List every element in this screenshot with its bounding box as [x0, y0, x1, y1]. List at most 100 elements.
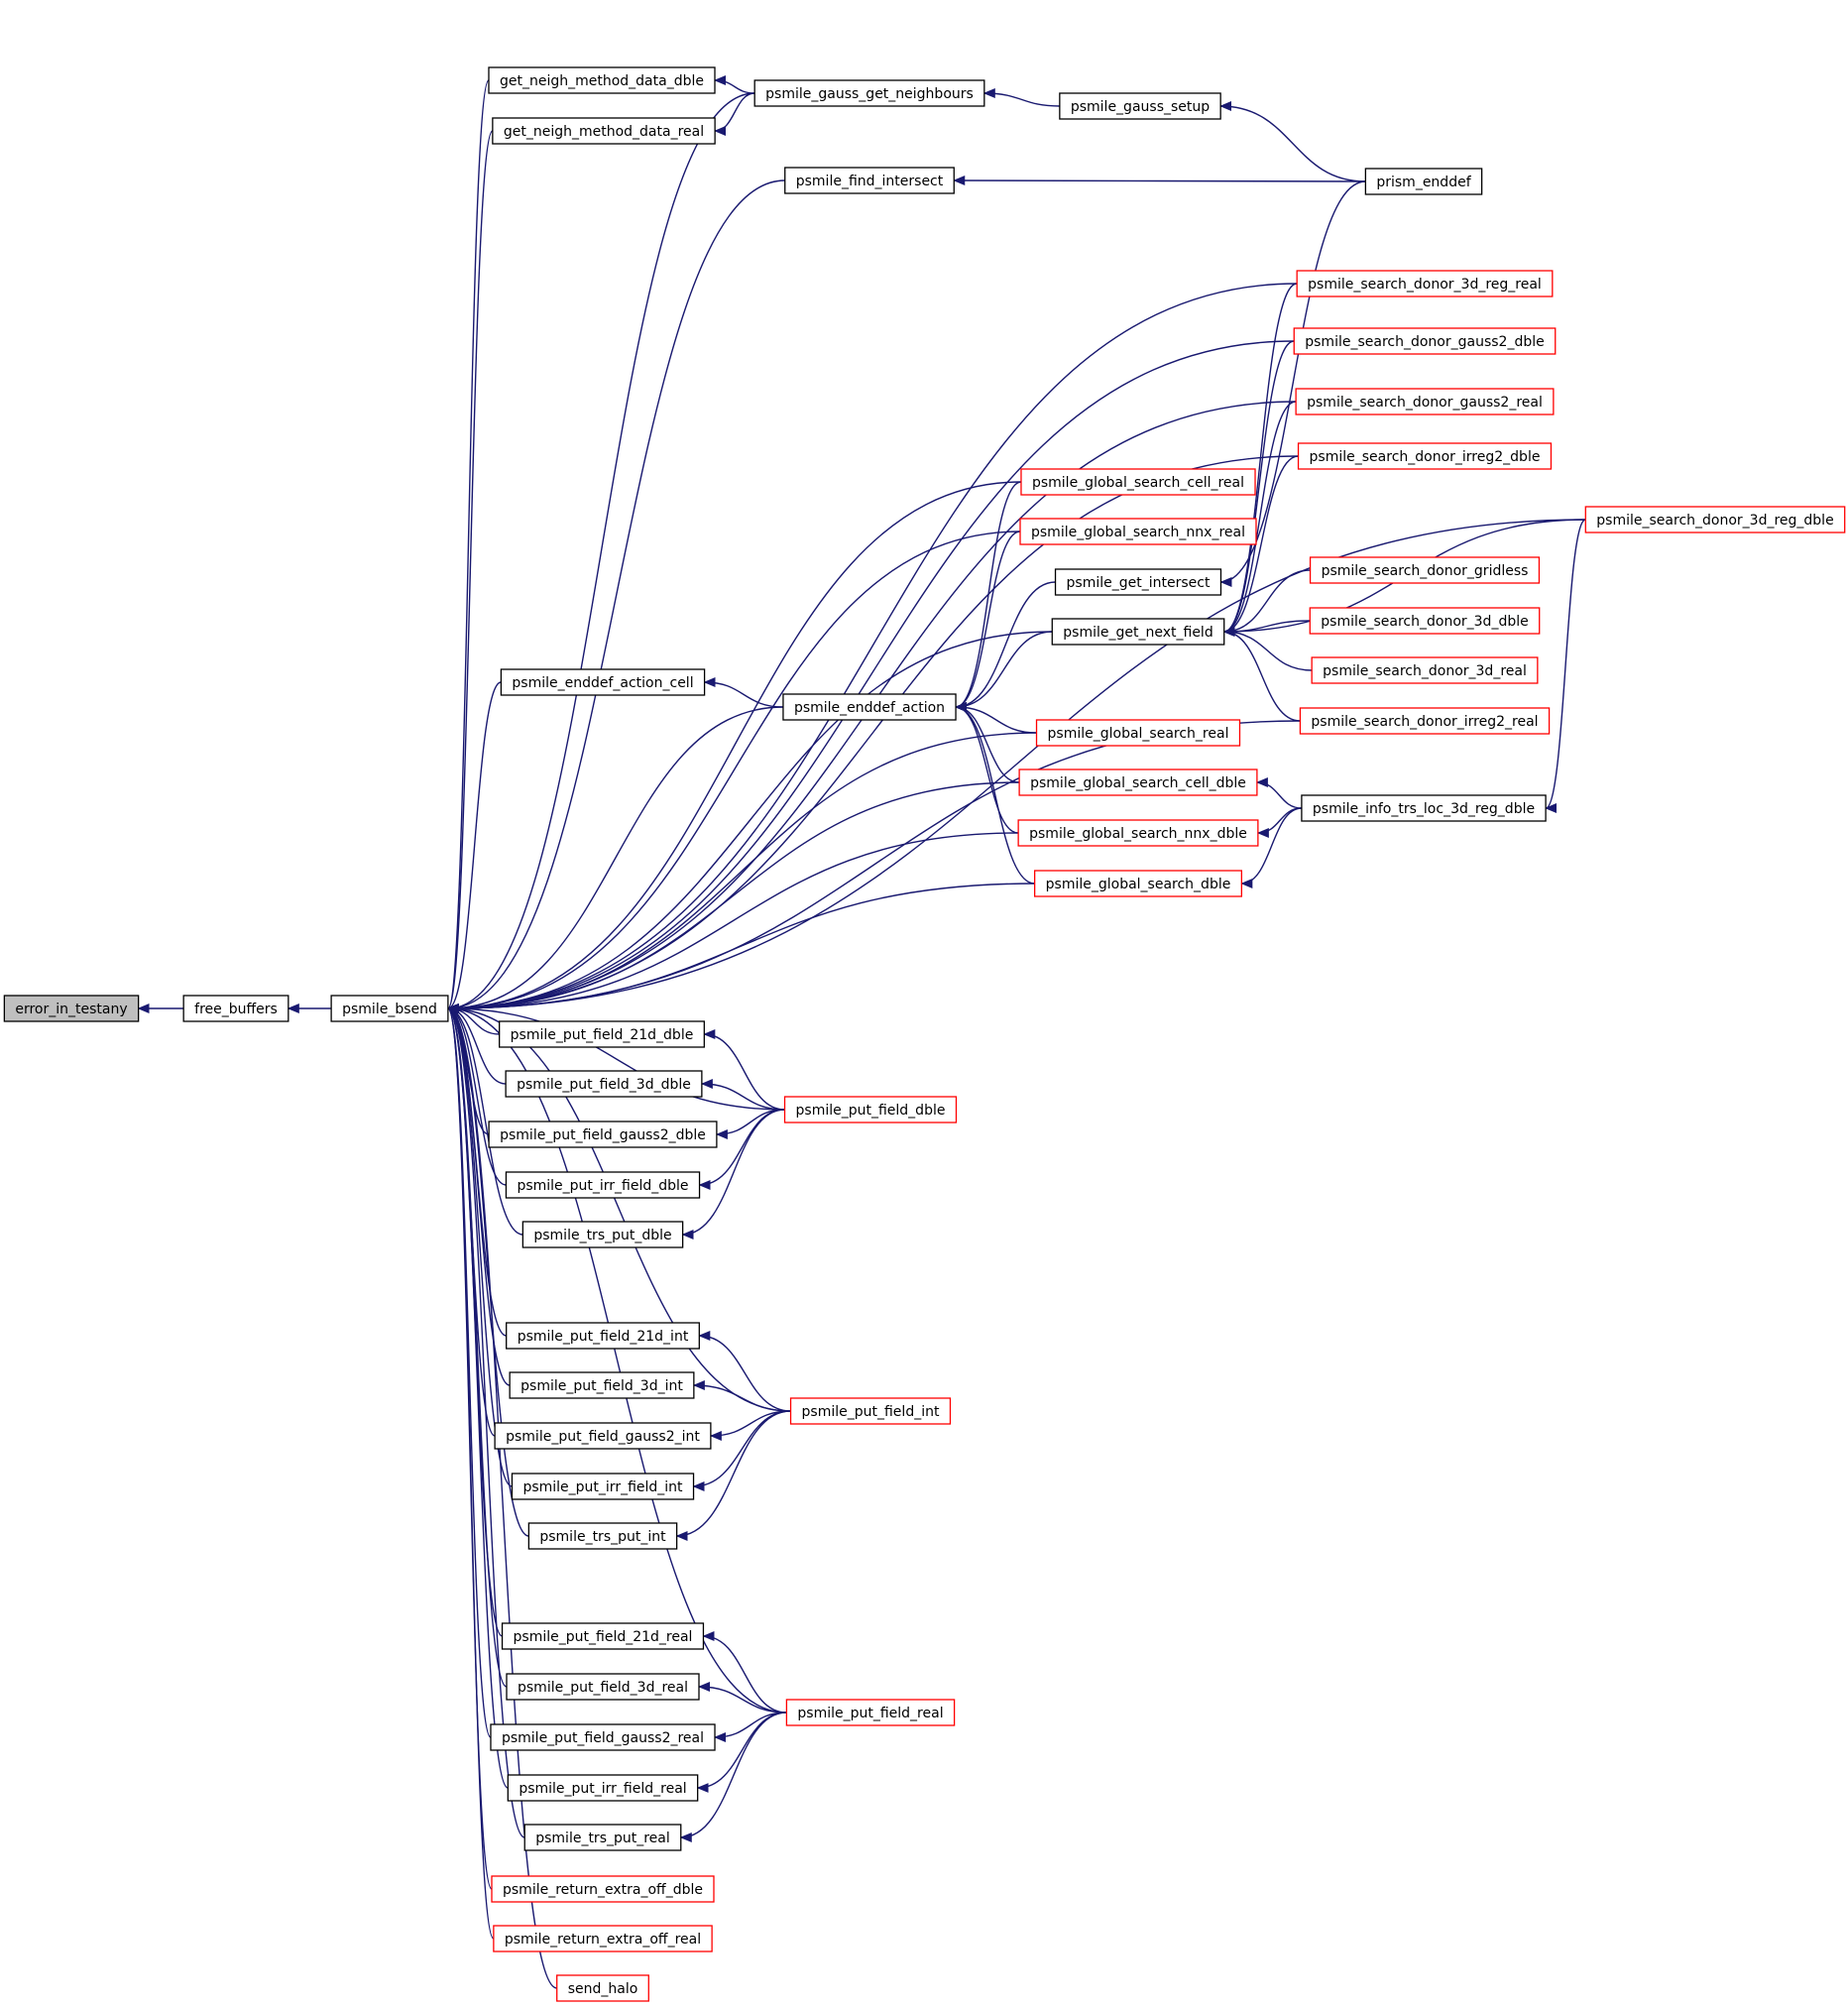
graph-node[interactable]: psmile_bsend: [330, 995, 449, 1022]
call-edge: [700, 1079, 785, 1111]
call-edge: [446, 1004, 523, 1236]
call-edge: [1222, 627, 1301, 722]
node-label: psmile_put_field_21d_real: [514, 1629, 693, 1645]
graph-node[interactable]: psmile_put_field_3d_dble: [505, 1070, 703, 1098]
node-label: psmile_find_intersect: [796, 174, 944, 189]
graph-node[interactable]: error_in_testany: [3, 995, 140, 1022]
graph-node[interactable]: psmile_put_field_21d_real: [501, 1622, 705, 1650]
node-box: [1296, 270, 1554, 297]
call-edge: [446, 732, 1037, 1013]
node-label: psmile_put_field_gauss2_real: [502, 1730, 704, 1746]
graph-node[interactable]: psmile_search_donor_gauss2_real: [1295, 388, 1555, 415]
call-edge: [703, 1029, 785, 1111]
graph-node[interactable]: psmile_put_field_21d_dble: [499, 1020, 705, 1048]
node-box: [1299, 707, 1551, 735]
graph-node[interactable]: psmile_find_intersect: [784, 167, 955, 194]
node-label: psmile_put_field_gauss2_dble: [500, 1127, 706, 1143]
node-label: psmile_put_field_int: [802, 1404, 940, 1420]
call-edge: [446, 130, 494, 1013]
graph-node[interactable]: psmile_put_irr_field_dble: [505, 1171, 701, 1199]
call-edge: [709, 1410, 791, 1441]
graph-node[interactable]: psmile_search_donor_3d_reg_real: [1296, 270, 1554, 297]
graph-node[interactable]: psmile_search_donor_3d_real: [1311, 656, 1539, 684]
graph-node[interactable]: get_neigh_method_data_dble: [488, 66, 716, 94]
node-label: psmile_search_donor_gauss2_dble: [1305, 334, 1544, 350]
node-box: [500, 668, 706, 696]
graph-node[interactable]: psmile_search_donor_irreg2_real: [1299, 707, 1551, 735]
graph-node[interactable]: psmile_global_search_nnx_dble: [1017, 819, 1259, 847]
graph-node[interactable]: psmile_put_field_int: [789, 1397, 952, 1425]
graph-node[interactable]: psmile_put_irr_field_real: [507, 1774, 699, 1802]
graph-node[interactable]: psmile_enddef_action_cell: [500, 668, 706, 696]
graph-node[interactable]: psmile_put_field_21d_int: [506, 1322, 700, 1350]
call-edge: [955, 481, 1022, 712]
graph-node[interactable]: psmile_trs_put_dble: [521, 1221, 684, 1248]
graph-node[interactable]: psmile_global_search_cell_real: [1020, 468, 1256, 496]
graph-node[interactable]: psmile_enddef_action: [782, 693, 957, 721]
graph-node[interactable]: psmile_global_search_dble: [1033, 870, 1243, 897]
node-box: [523, 1824, 682, 1851]
node-label: psmile_return_extra_off_real: [505, 1932, 701, 1948]
call-edge: [1222, 340, 1295, 637]
node-label: get_neigh_method_data_dble: [500, 73, 704, 89]
graph-node[interactable]: psmile_info_trs_loc_3d_reg_dble: [1301, 794, 1547, 822]
node-label: psmile_search_donor_gridless: [1322, 563, 1529, 579]
node-label: get_neigh_method_data_real: [504, 124, 704, 140]
graph-node[interactable]: psmile_search_donor_3d_reg_dble: [1584, 506, 1846, 533]
graph-node[interactable]: psmile_global_search_cell_dble: [1018, 768, 1258, 796]
node-label: psmile_put_field_3d_int: [520, 1378, 683, 1394]
call-edge: [1240, 807, 1302, 888]
graph-node[interactable]: psmile_put_field_gauss2_int: [494, 1422, 712, 1450]
node-box: [783, 1096, 958, 1123]
node-box: [1297, 442, 1553, 470]
node-box: [182, 995, 289, 1022]
node-label: psmile_put_irr_field_dble: [517, 1178, 688, 1194]
graph-node[interactable]: psmile_put_field_gauss2_real: [490, 1723, 716, 1751]
node-label: psmile_search_donor_3d_real: [1323, 663, 1527, 679]
node-label: psmile_global_search_nnx_real: [1031, 525, 1245, 540]
call-edge: [1256, 807, 1302, 838]
graph-node[interactable]: psmile_search_donor_3d_dble: [1309, 607, 1541, 635]
graph-node[interactable]: psmile_gauss_get_neighbours: [753, 79, 985, 107]
graph-node[interactable]: psmile_search_donor_irreg2_dble: [1297, 442, 1553, 470]
graph-node[interactable]: psmile_return_extra_off_dble: [491, 1875, 715, 1903]
graph-node[interactable]: psmile_global_search_nnx_real: [1019, 518, 1257, 545]
graph-node[interactable]: psmile_trs_put_real: [523, 1824, 682, 1851]
call-edge: [955, 702, 1037, 734]
graph-node[interactable]: psmile_put_field_3d_int: [509, 1371, 695, 1399]
graph-node[interactable]: psmile_put_field_gauss2_dble: [488, 1121, 718, 1148]
node-label: psmile_bsend: [342, 1002, 437, 1017]
graph-node[interactable]: psmile_put_field_3d_real: [506, 1673, 700, 1701]
call-edge: [446, 340, 1295, 1013]
graph-node[interactable]: psmile_put_field_dble: [783, 1096, 958, 1123]
graph-node[interactable]: psmile_trs_put_int: [527, 1522, 678, 1550]
graph-node[interactable]: prism_enddef: [1364, 168, 1483, 195]
graph-node[interactable]: send_halo: [556, 1974, 649, 2002]
graph-node[interactable]: free_buffers: [182, 995, 289, 1022]
node-label: psmile_put_field_dble: [796, 1103, 946, 1119]
call-edge: [1219, 180, 1366, 587]
node-box: [492, 117, 716, 145]
graph-node[interactable]: psmile_put_field_real: [785, 1699, 956, 1726]
graph-node[interactable]: psmile_gauss_setup: [1059, 92, 1221, 120]
node-box: [527, 1522, 678, 1550]
node-label: psmile_put_irr_field_int: [522, 1479, 683, 1495]
call-edge: [698, 1331, 791, 1412]
graph-node[interactable]: psmile_get_intersect: [1054, 568, 1222, 596]
graph-node[interactable]: psmile_search_donor_gridless: [1309, 556, 1541, 584]
graph-node[interactable]: psmile_get_next_field: [1051, 618, 1225, 646]
node-box: [509, 1371, 695, 1399]
node-box: [782, 693, 957, 721]
node-label: psmile_search_donor_irreg2_dble: [1310, 449, 1541, 465]
node-box: [491, 1875, 715, 1903]
graph-node[interactable]: psmile_return_extra_off_real: [493, 1925, 713, 1952]
call-edge: [446, 79, 490, 1013]
graph-node[interactable]: psmile_global_search_real: [1035, 719, 1241, 747]
node-box: [753, 79, 985, 107]
graph-node[interactable]: get_neigh_method_data_real: [492, 117, 716, 145]
graph-node[interactable]: psmile_search_donor_gauss2_dble: [1293, 327, 1557, 355]
node-box: [1017, 819, 1259, 847]
call-edge: [446, 481, 1021, 1013]
graph-node[interactable]: psmile_put_irr_field_int: [511, 1473, 695, 1500]
